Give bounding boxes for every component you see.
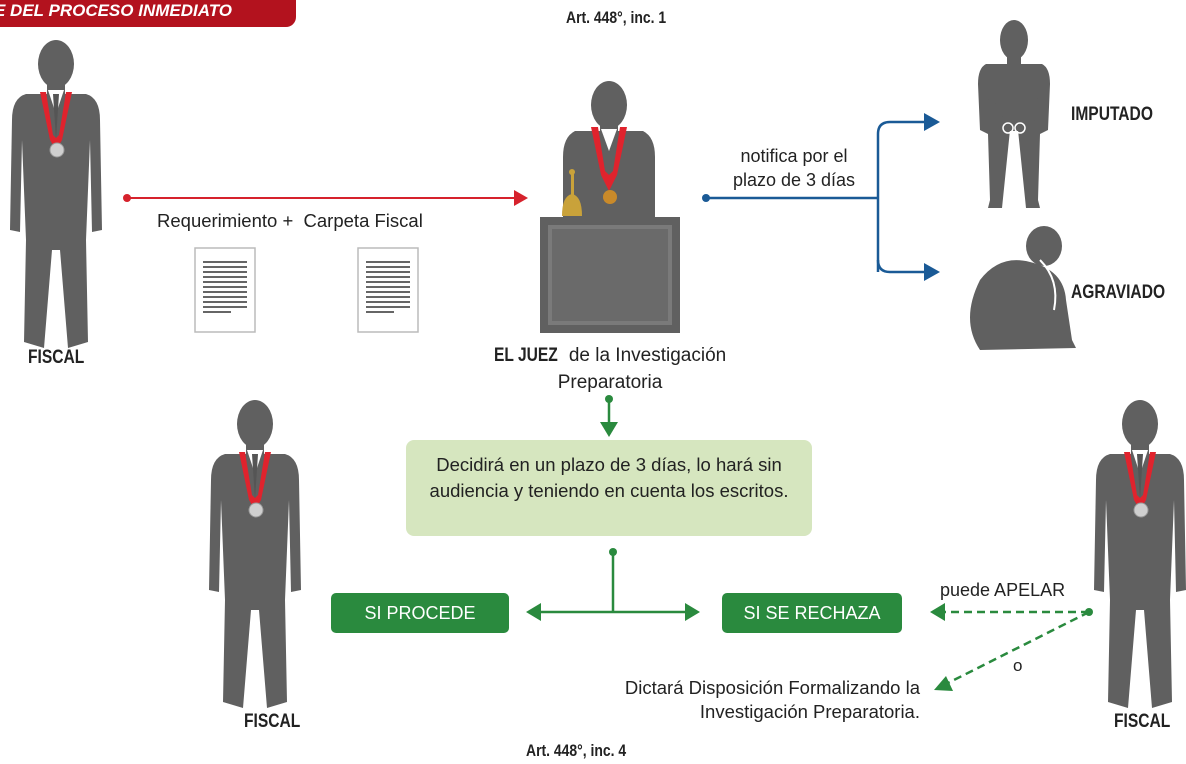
fiscal-middle-figure bbox=[209, 400, 301, 708]
si-se-rechaza-button[interactable]: SI SE RECHAZA bbox=[722, 593, 902, 633]
bell-icon bbox=[562, 169, 582, 216]
judge-figure bbox=[563, 81, 655, 220]
dictara-line-2: Investigación Preparatoria. bbox=[699, 701, 920, 722]
fiscal-left-figure bbox=[10, 40, 102, 348]
requerimiento-label: Requerimiento + Carpeta Fiscal bbox=[157, 210, 423, 231]
fiscal-right-label: FISCAL bbox=[1114, 711, 1171, 732]
fiscal-left-label: FISCAL bbox=[28, 347, 85, 368]
document-icon-requerimiento bbox=[194, 247, 256, 333]
fiscal-middle-label: FISCAL bbox=[244, 711, 301, 732]
green-arrow-down bbox=[600, 395, 618, 437]
imputado-label: IMPUTADO bbox=[1071, 104, 1153, 125]
decision-box: Decidirá en un plazo de 3 días, lo hará … bbox=[406, 440, 812, 536]
red-arrow bbox=[123, 190, 528, 206]
green-split-arrows bbox=[526, 548, 700, 621]
juez-rest: de la Investigación bbox=[563, 345, 727, 366]
blue-arrows bbox=[702, 113, 940, 281]
dashed-green-arrows bbox=[930, 603, 1093, 691]
juez-line-2: Preparatoria bbox=[557, 372, 663, 393]
notifica-label: notifica por el plazo de 3 días bbox=[714, 144, 874, 192]
agraviado-figure bbox=[970, 226, 1076, 350]
article-bottom-label: Art. 448°, inc. 4 bbox=[526, 741, 627, 760]
juez-bold: EL JUEZ bbox=[493, 345, 558, 366]
notifica-line-2: plazo de 3 días bbox=[732, 170, 856, 190]
document-icon-carpeta bbox=[357, 247, 419, 333]
si-procede-button[interactable]: SI PROCEDE bbox=[331, 593, 509, 633]
puede-apelar-label: puede APELAR bbox=[940, 580, 1066, 600]
title-banner: E DEL PROCESO INMEDIATO bbox=[0, 0, 296, 27]
agraviado-label: AGRAVIADO bbox=[1071, 282, 1166, 303]
imputado-figure bbox=[978, 20, 1050, 208]
juez-label: EL JUEZ de la Investigación Preparatoria bbox=[460, 342, 760, 396]
podium bbox=[540, 217, 680, 333]
dictara-label: Dictará Disposición Formalizando la Inve… bbox=[560, 676, 920, 724]
article-top-label: Art. 448°, inc. 1 bbox=[566, 8, 667, 27]
notifica-line-1: notifica por el bbox=[740, 146, 848, 166]
dictara-line-1: Dictará Disposición Formalizando la bbox=[624, 677, 920, 698]
o-label: o bbox=[1013, 656, 1023, 675]
fiscal-right-figure bbox=[1094, 400, 1186, 708]
